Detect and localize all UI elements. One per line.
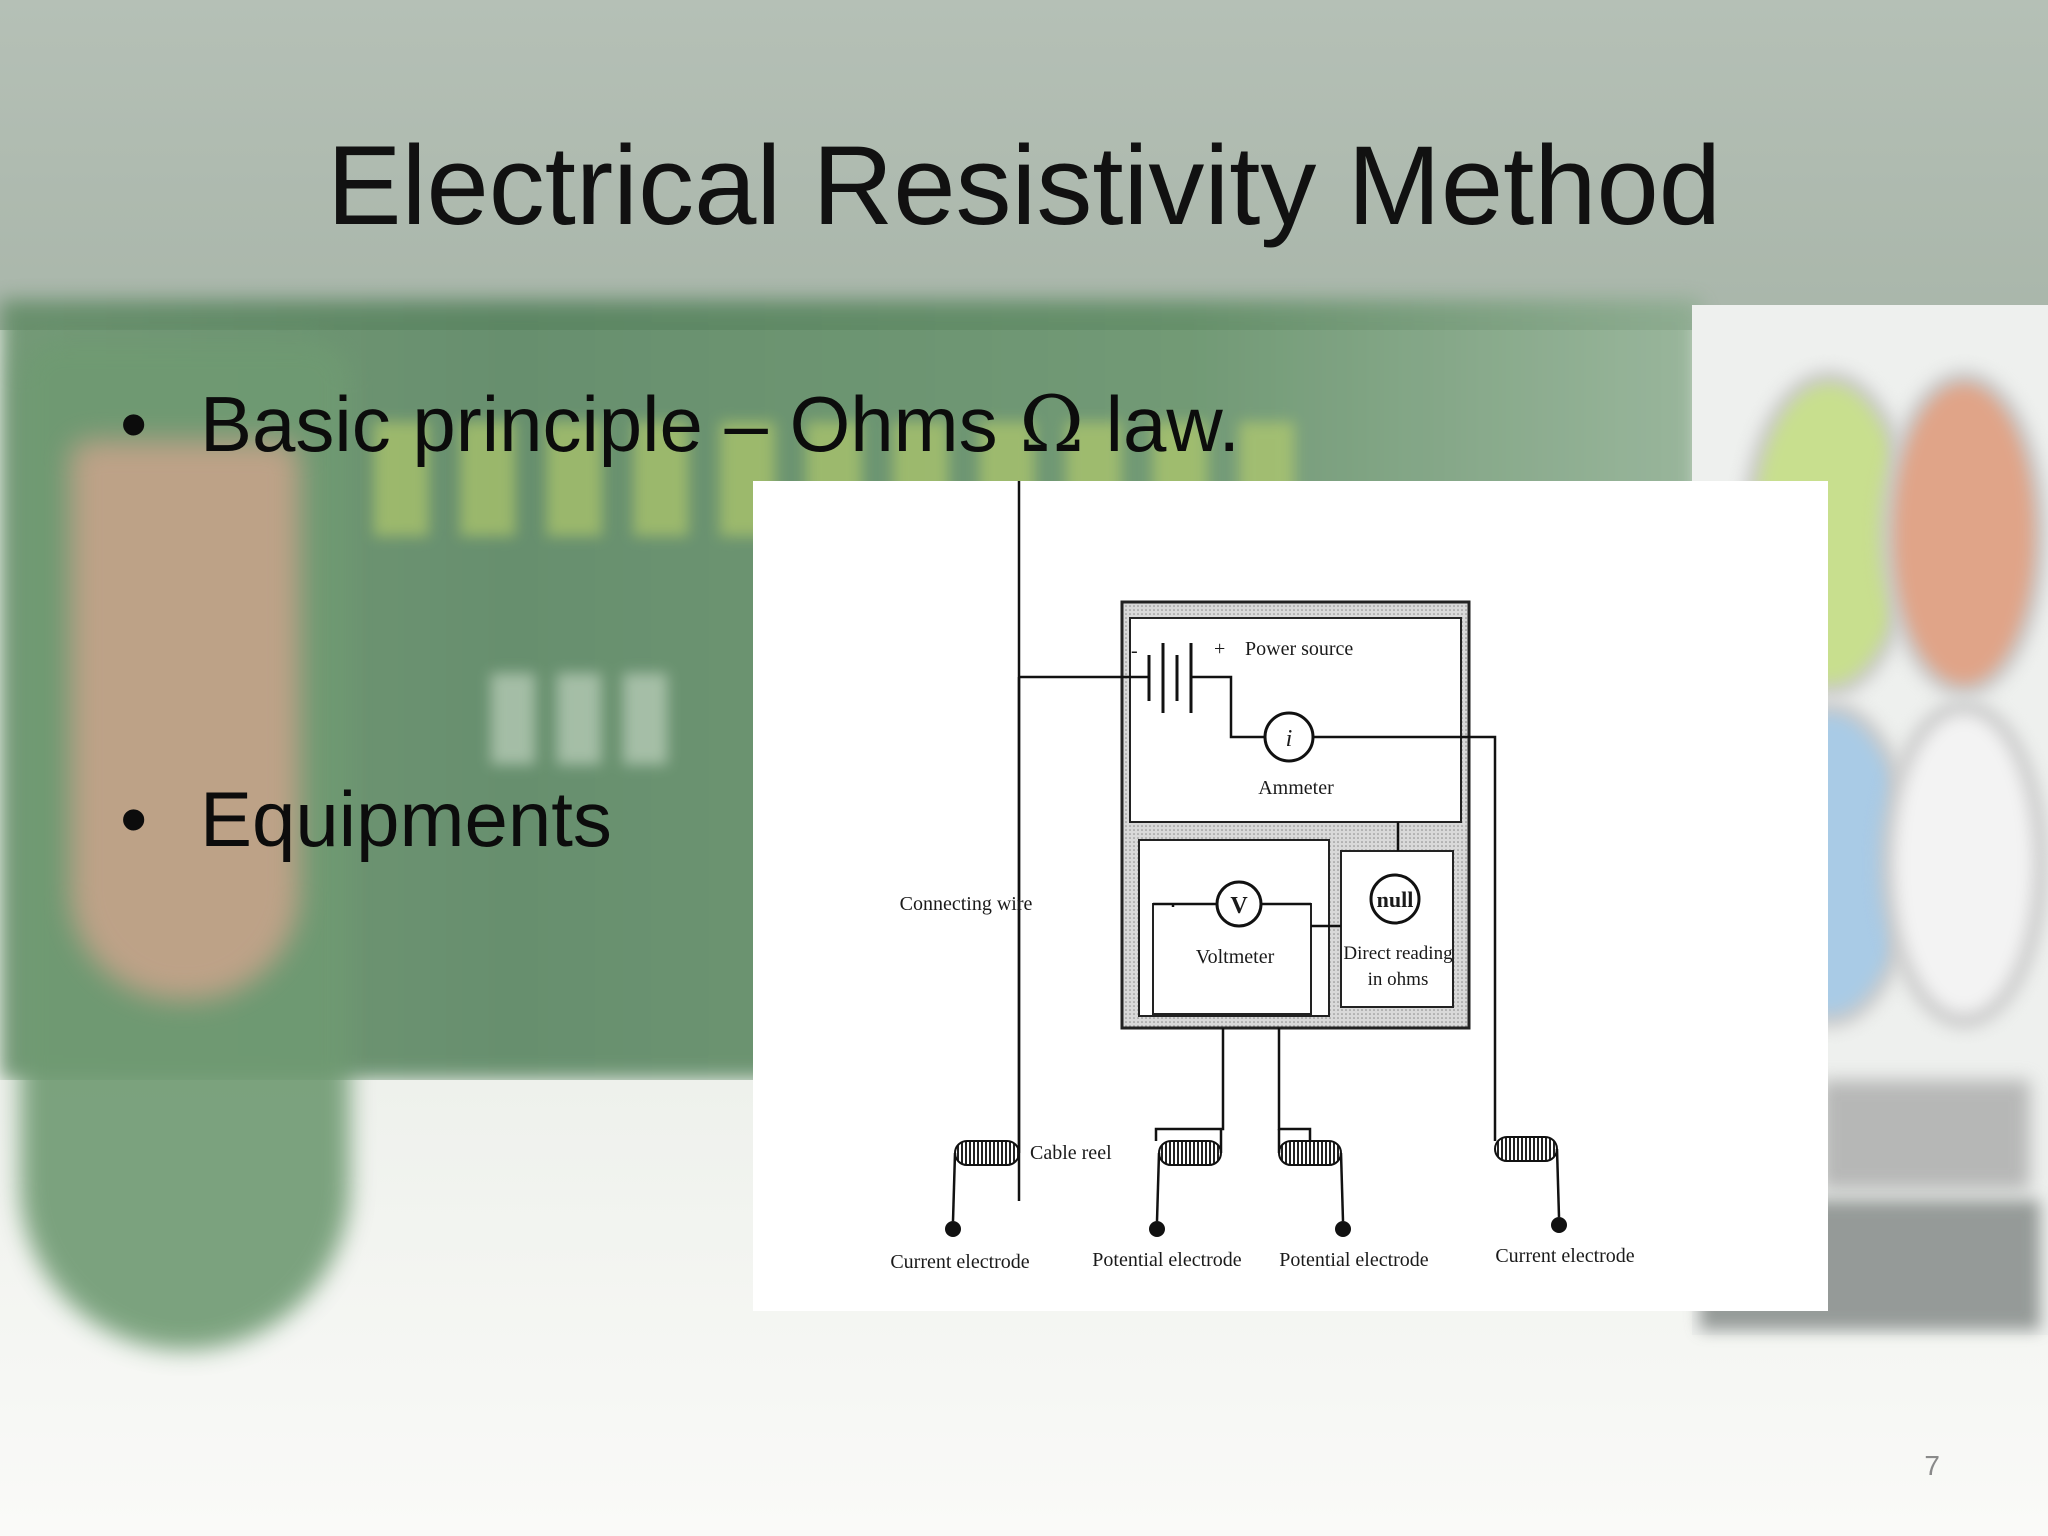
circuit-diagram-svg: - + Power source i Amm — [890, 481, 1635, 1273]
voltmeter-symbol: V — [1230, 893, 1248, 919]
null-meter-icon — [1369, 873, 1421, 925]
ammeter-label: Ammeter — [1258, 777, 1334, 799]
cable-reel-icon — [1494, 1136, 1567, 1233]
background-logo-word — [1820, 1080, 2030, 1190]
background-top — [0, 0, 2048, 330]
direct-reading-label: Direct reading — [1343, 943, 1453, 964]
reel-feed-wires — [1017, 1129, 1281, 1153]
battery-minus: - — [1131, 640, 1138, 662]
voltmeter-label: Voltmeter — [1196, 946, 1275, 968]
battery-plus: + — [1214, 638, 1225, 660]
background-logo-circle — [1880, 370, 2048, 698]
bullet-text: Equipments — [200, 775, 612, 863]
connecting-wire-label: Connecting wire — [900, 893, 1033, 915]
wiring — [1017, 481, 1497, 1201]
resistivity-circuit-diagram: - + Power source i Amm — [753, 481, 1828, 1311]
potential-electrode-1-label: Potential electrode — [1092, 1249, 1242, 1271]
cable-reel-label: Cable reel — [1030, 1142, 1112, 1164]
ammeter-icon — [1263, 711, 1315, 763]
bullet-equipments: •Equipments — [120, 780, 612, 858]
ammeter-symbol: i — [1286, 726, 1293, 752]
slide-title: Electrical Resistivity Method — [326, 123, 1722, 248]
background-logo-circle — [1880, 700, 2048, 1028]
bullet-marker: • — [120, 380, 148, 468]
background-sub-lettering: ▮▮▮ — [480, 642, 679, 770]
page-number: 7 — [1924, 1450, 1940, 1481]
background-crest-inner — [70, 440, 300, 1000]
bullet-text-end: law. — [1083, 380, 1241, 468]
cable-reel-icon — [1149, 1140, 1222, 1237]
potential-electrode-2-label: Potential electrode — [1279, 1249, 1429, 1271]
cable-reel-icon — [1278, 1140, 1351, 1237]
current-electrode-right-label: Current electrode — [1495, 1245, 1634, 1267]
voltmeter-icon — [1215, 880, 1263, 928]
cable-reel-icon — [945, 1140, 1020, 1237]
power-source-label: Power source — [1245, 638, 1353, 660]
bullet-marker: • — [120, 775, 148, 863]
bullet-basic-principle: •Basic principle – Ohms Ω law. — [120, 385, 1240, 464]
null-label: null — [1377, 887, 1414, 912]
voltmeter-compartment — [1138, 839, 1330, 1017]
current-electrode-left-label: Current electrode — [890, 1251, 1029, 1273]
in-ohms-label: in ohms — [1368, 969, 1429, 990]
omega-symbol: Ω — [1019, 380, 1084, 470]
bullet-text: Basic principle – Ohms — [200, 380, 1020, 468]
